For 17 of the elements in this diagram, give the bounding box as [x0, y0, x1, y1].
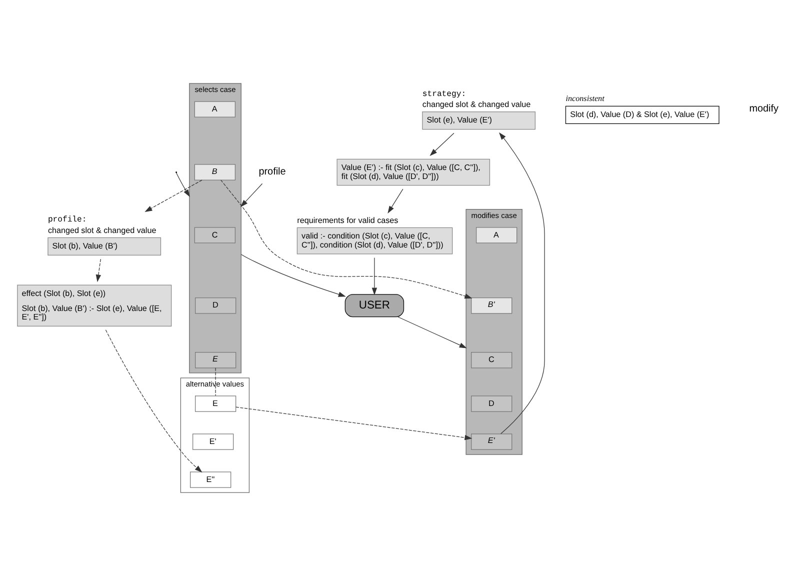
arrow	[372, 257, 378, 296]
arrow	[105, 330, 202, 473]
arrow	[144, 180, 202, 212]
arrow	[388, 188, 404, 214]
connector	[215, 368, 216, 396]
arrow	[236, 406, 472, 440]
node-box: USER	[344, 294, 404, 318]
node-text: profile	[258, 166, 286, 178]
arrow	[498, 132, 545, 434]
arrow	[220, 180, 472, 299]
arrow	[96, 258, 102, 282]
arrow	[240, 183, 263, 208]
arrow	[176, 172, 190, 198]
arrow	[398, 316, 467, 348]
arrow	[240, 254, 346, 297]
arrow	[430, 132, 454, 156]
label: modify	[749, 104, 779, 115]
